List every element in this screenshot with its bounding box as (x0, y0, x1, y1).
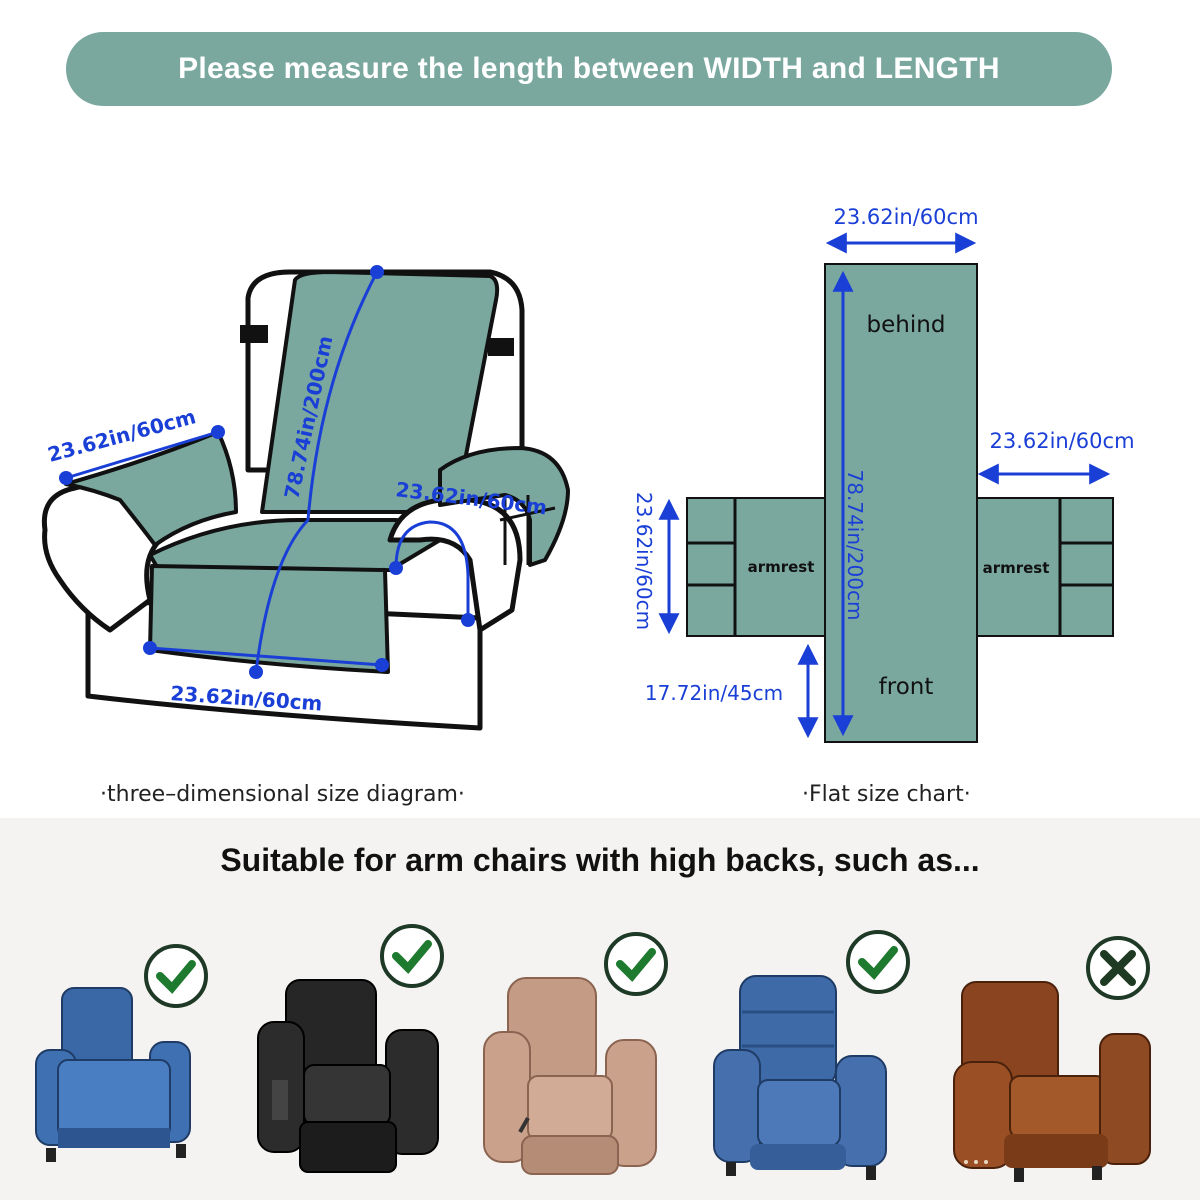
left-armrest-panel (686, 497, 828, 637)
chair-tan-recliner (483, 932, 668, 1175)
front-label: front (879, 674, 934, 700)
chair-blue-recliner (35, 944, 208, 1162)
header-banner: Please measure the length between WIDTH … (66, 32, 1112, 106)
three-dimensional-chair: 23.62in/60cm 78.74in/200cm 23.62in/60cm … (41, 265, 570, 731)
check-icon (846, 930, 910, 994)
chair-blue-tufted-recliner (713, 930, 910, 1180)
suitable-heading: Suitable for arm chairs with high backs,… (220, 842, 980, 878)
chair-brown-leather (953, 936, 1151, 1182)
chair-black-recliner (257, 924, 444, 1173)
top-width-label: 23.62in/60cm (833, 205, 978, 229)
back-length-line (254, 271, 379, 673)
size-diagrams: 23.62in/60cm 78.74in/200cm 23.62in/60cm … (41, 205, 1135, 743)
arm-width-line (65, 430, 219, 480)
banner-text: Please measure the length between WIDTH … (178, 52, 1000, 85)
three-d-caption: ·three–dimensional size diagram· (100, 782, 465, 807)
behind-label: behind (867, 312, 946, 338)
right-armrest-panel (974, 497, 1114, 637)
flat-size-chart: 23.62in/60cm behind front 78.74in/200cm … (632, 205, 1135, 743)
length-label: 78.74in/200cm (843, 470, 867, 621)
arm-height-label: 23.62in/60cm (632, 492, 656, 630)
chair-examples (35, 924, 1151, 1182)
seat-width-line (149, 646, 383, 667)
check-icon (144, 944, 208, 1008)
front-depth-label: 17.72in/45cm (645, 681, 783, 705)
check-icon (604, 932, 668, 996)
arm-width-label: 23.62in/60cm (989, 429, 1134, 453)
check-icon (380, 924, 444, 988)
left-armrest-label: armrest (748, 558, 815, 576)
arm-length-line (394, 520, 470, 620)
right-armrest-label: armrest (983, 559, 1050, 577)
flat-caption: ·Flat size chart· (802, 782, 971, 807)
